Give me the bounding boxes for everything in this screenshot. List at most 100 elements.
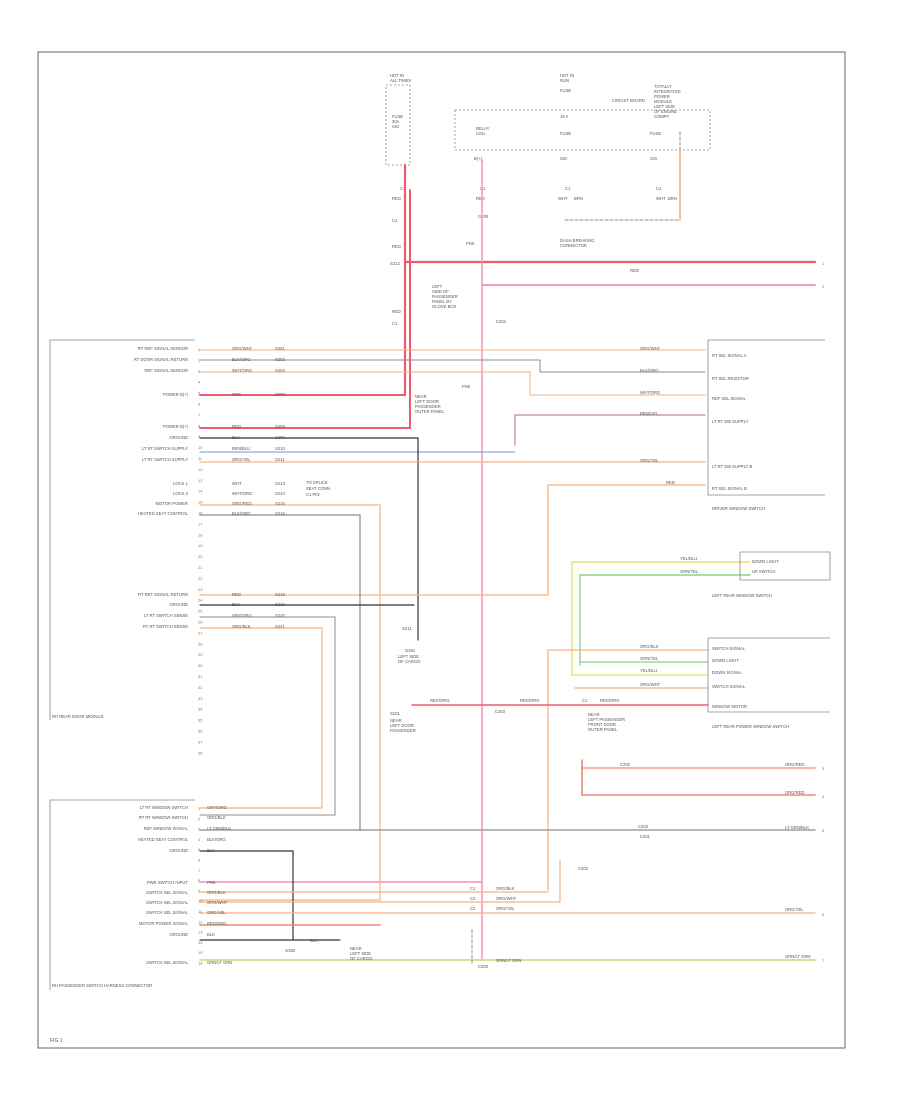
svg-text:YEL/BLU: YEL/BLU — [680, 556, 697, 561]
left-module-pin-number: 4 — [198, 380, 201, 385]
svg-text:LEFT SIDE: LEFT SIDE — [350, 951, 371, 956]
svg-text:ORG/BLK: ORG/BLK — [232, 624, 251, 629]
bottom-module-pin-number: 2 — [198, 816, 201, 821]
svg-text:ORG/WHT: ORG/WHT — [496, 896, 517, 901]
svg-text:FUSE: FUSE — [650, 131, 661, 136]
svg-text:RT RT WINDOW SWITCH: RT RT WINDOW SWITCH — [139, 815, 188, 820]
svg-text:PASSENGER: PASSENGER — [415, 404, 441, 409]
bottom-module-pin-number: 10 — [198, 899, 203, 904]
left-module-pin-number: 33 — [198, 696, 203, 701]
bottom-module-label: RH PASSENGER SWITCH HARNESS CONNECTOR — [52, 983, 152, 988]
bottom-module-pin-number: 13 — [198, 930, 203, 935]
svg-text:PNK: PNK — [466, 241, 475, 246]
svg-text:RED/ORG: RED/ORG — [520, 698, 540, 703]
svg-text:RED/ORG: RED/ORG — [207, 921, 227, 926]
svg-text:LT RT SW SUPPLY: LT RT SW SUPPLY — [712, 419, 749, 424]
svg-text:C203: C203 — [478, 964, 489, 969]
svg-text:GRN/YEL: GRN/YEL — [640, 656, 659, 661]
svg-text:PANEL BY: PANEL BY — [432, 299, 452, 304]
svg-text:G302: G302 — [285, 948, 296, 953]
svg-text:DOWN SIGNAL: DOWN SIGNAL — [712, 670, 742, 675]
svg-text:COIL: COIL — [476, 131, 486, 136]
svg-text:MOTOR POWER: MOTOR POWER — [156, 501, 189, 506]
svg-text:PNK: PNK — [462, 384, 471, 389]
svg-text:SWITCH SEL SIGNAL: SWITCH SEL SIGNAL — [146, 910, 189, 915]
svg-text:GROUND: GROUND — [169, 602, 188, 607]
wire-orange-5 — [199, 504, 381, 901]
svg-text:RT RT SWITCH SENSE: RT RT SWITCH SENSE — [143, 624, 188, 629]
svg-text:S203: S203 — [275, 368, 285, 373]
svg-text:ORG/BLK: ORG/BLK — [207, 890, 226, 895]
svg-text:DRIVER WINDOW SWITCH: DRIVER WINDOW SWITCH — [712, 506, 765, 511]
svg-text:TOTALLY: TOTALLY — [654, 84, 672, 89]
svg-text:NEAR: NEAR — [415, 394, 427, 399]
svg-text:S210: S210 — [275, 446, 285, 451]
svg-text:HOT IN: HOT IN — [560, 73, 574, 78]
wire-black-3 — [199, 850, 294, 941]
svg-text:RELAY: RELAY — [476, 126, 490, 131]
svg-text:RED/ORG: RED/ORG — [430, 698, 450, 703]
svg-text:FUSE: FUSE — [392, 114, 403, 119]
svg-text:ORG/WHT: ORG/WHT — [207, 900, 228, 905]
svg-text:S201: S201 — [275, 346, 285, 351]
svg-text:WHT/ORG: WHT/ORG — [232, 491, 252, 496]
svg-text:DOWN LIGHT: DOWN LIGHT — [752, 559, 779, 564]
wire-orange-6 — [199, 627, 323, 809]
svg-text:SEAT CONN: SEAT CONN — [306, 486, 330, 491]
wire-green-1 — [579, 574, 751, 666]
svg-text:S218: S218 — [275, 592, 285, 597]
svg-text:ORG/YEL: ORG/YEL — [232, 457, 251, 462]
svg-text:SWITCH SEL SIGNAL: SWITCH SEL SIGNAL — [146, 890, 189, 895]
svg-text:LEFT SIDE: LEFT SIDE — [654, 104, 675, 109]
svg-text:RT DOOR SIGNAL RETURN: RT DOOR SIGNAL RETURN — [134, 357, 188, 362]
svg-text:SIG: SIG — [392, 124, 399, 129]
svg-text:LEFT PASSENGER: LEFT PASSENGER — [588, 717, 625, 722]
svg-text:HEATED SEAT CONTROL: HEATED SEAT CONTROL — [138, 511, 189, 516]
svg-text:INTEGRATED: INTEGRATED — [654, 89, 681, 94]
left-module-pin-number: 8 — [198, 423, 201, 428]
svg-text:S209: S209 — [275, 435, 285, 440]
svg-text:LEFT SIDE: LEFT SIDE — [398, 654, 419, 659]
svg-text:ORG/RED: ORG/RED — [785, 790, 805, 795]
svg-text:G301: G301 — [405, 648, 416, 653]
bottom-module-pin-number: 15 — [198, 950, 203, 955]
bottom-module-pin-number: 16 — [198, 961, 203, 966]
svg-text:REF SIGNAL SENSOR: REF SIGNAL SENSOR — [144, 368, 188, 373]
svg-text:SIG: SIG — [560, 156, 567, 161]
svg-text:B(+): B(+) — [474, 156, 483, 161]
svg-text:SIG: SIG — [650, 156, 657, 161]
svg-text:NEAR: NEAR — [588, 712, 600, 717]
svg-text:BLK: BLK — [207, 932, 215, 937]
svg-text:RED: RED — [392, 309, 401, 314]
left-module-pin-number: 6 — [198, 402, 201, 407]
svg-text:LOCK 2: LOCK 2 — [173, 491, 189, 496]
svg-text:GRY/ORG: GRY/ORG — [207, 805, 227, 810]
svg-text:ORG/YEL: ORG/YEL — [207, 910, 226, 915]
svg-text:C1: C1 — [480, 186, 486, 191]
lh-rear-power-window-switch: SWITCH SIGNAL DOWN LIGHT DOWN SIGNAL SWI… — [390, 637, 830, 733]
svg-text:POWER B(+): POWER B(+) — [163, 392, 189, 397]
left-module-pin-number: 37 — [198, 739, 203, 744]
left-module-pin-number: 20 — [198, 554, 203, 559]
svg-text:C202: C202 — [578, 866, 589, 871]
wire-lh-connectors — [564, 129, 681, 221]
svg-text:C1: C1 — [392, 218, 398, 223]
svg-text:OUTER PANEL: OUTER PANEL — [415, 409, 445, 414]
driver-door-switch: RT SEL SIGNAL A RT SEL RESISTOR REF SEL … — [640, 339, 825, 511]
svg-text:CIRCUIT BOARD: CIRCUIT BOARD — [612, 98, 645, 103]
svg-text:LT RT WINDOW SWITCH: LT RT WINDOW SWITCH — [140, 805, 188, 810]
fuse-box-left — [385, 84, 411, 166]
svg-text:GRN/LT GRN: GRN/LT GRN — [207, 960, 232, 965]
svg-text:YEL/BLU: YEL/BLU — [640, 668, 657, 673]
svg-text:7: 7 — [822, 958, 825, 963]
svg-text:BLK/ORG: BLK/ORG — [640, 368, 659, 373]
svg-text:GROUND: GROUND — [169, 848, 188, 853]
svg-text:RUN: RUN — [560, 78, 569, 83]
wire-gray-3 — [199, 616, 336, 816]
svg-text:OF CARGO: OF CARGO — [398, 659, 421, 664]
svg-text:REF WINDOW SIGNAL: REF WINDOW SIGNAL — [144, 826, 189, 831]
svg-text:SWITCH SIGNAL: SWITCH SIGNAL — [712, 684, 746, 689]
svg-text:GROUND: GROUND — [169, 932, 188, 937]
